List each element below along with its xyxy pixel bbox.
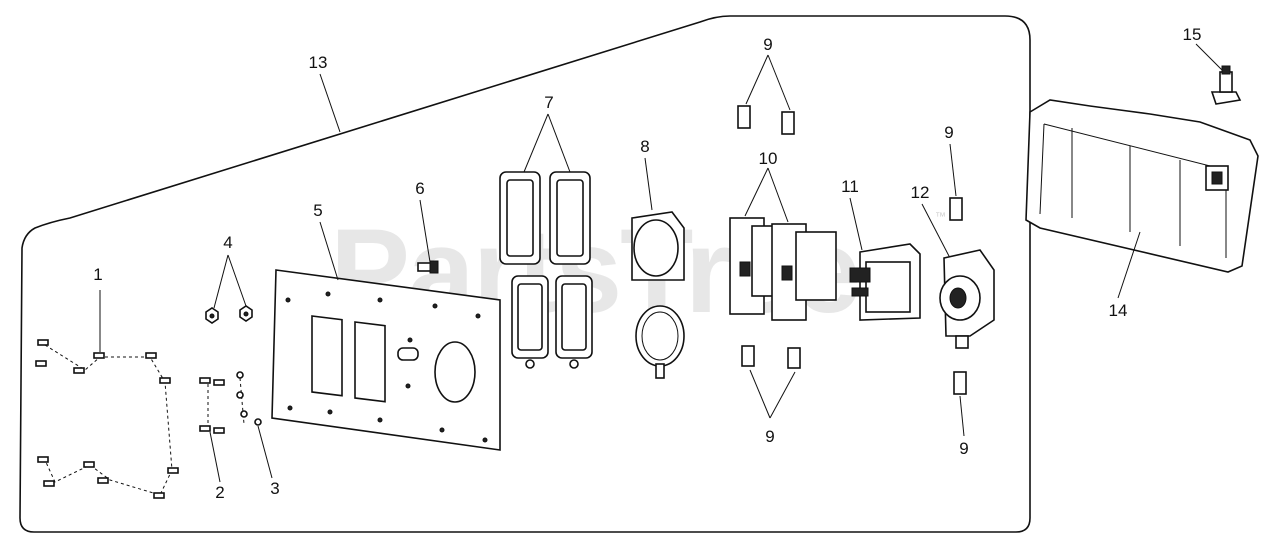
breaker-11[interactable] bbox=[849, 197, 921, 321]
callout-12: 12 bbox=[911, 183, 930, 202]
twist-lock-receptacle-12[interactable] bbox=[921, 203, 995, 349]
clips-9-top[interactable] bbox=[737, 54, 795, 135]
callout-2: 2 bbox=[215, 483, 224, 502]
connector-15[interactable] bbox=[1195, 43, 1242, 105]
callout-8: 8 bbox=[640, 137, 649, 156]
clips-9-bottom[interactable] bbox=[741, 345, 801, 419]
callout-3: 3 bbox=[270, 479, 279, 498]
callout-9-top: 9 bbox=[763, 35, 772, 54]
callout-5: 5 bbox=[313, 201, 322, 220]
outlet-covers-7[interactable] bbox=[499, 113, 593, 369]
callout-13: 13 bbox=[309, 53, 328, 72]
callout-9-bottom: 9 bbox=[765, 427, 774, 446]
screws-group-2[interactable] bbox=[199, 377, 225, 483]
callout-9-right: 9 bbox=[944, 123, 953, 142]
screws-group-1[interactable] bbox=[35, 290, 179, 499]
callout-13-leader bbox=[319, 73, 341, 133]
callout-labels: 1 2 3 4 5 6 7 8 9 9 9 9 10 11 12 13 14 1… bbox=[93, 25, 1201, 502]
callout-6: 6 bbox=[415, 179, 424, 198]
screw-6[interactable] bbox=[417, 199, 439, 274]
face-plate-5[interactable] bbox=[271, 221, 501, 451]
callout-14: 14 bbox=[1109, 301, 1128, 320]
callout-7: 7 bbox=[544, 93, 553, 112]
panel-outline bbox=[19, 15, 1031, 533]
watermark-trademark: ™ bbox=[935, 211, 946, 223]
clips-9-right[interactable] bbox=[949, 143, 967, 437]
enclosure-box-14[interactable] bbox=[1025, 99, 1259, 299]
callout-11: 11 bbox=[841, 177, 859, 196]
nuts-group-4[interactable] bbox=[205, 254, 253, 324]
callout-15: 15 bbox=[1183, 25, 1202, 44]
receptacles-10[interactable] bbox=[729, 167, 837, 321]
round-cover-8[interactable] bbox=[631, 157, 685, 379]
washers-group-3[interactable] bbox=[236, 371, 273, 479]
callout-4: 4 bbox=[223, 233, 232, 252]
callout-10: 10 bbox=[759, 149, 778, 168]
callout-1: 1 bbox=[93, 265, 102, 284]
callout-9-lower-right: 9 bbox=[959, 439, 968, 458]
